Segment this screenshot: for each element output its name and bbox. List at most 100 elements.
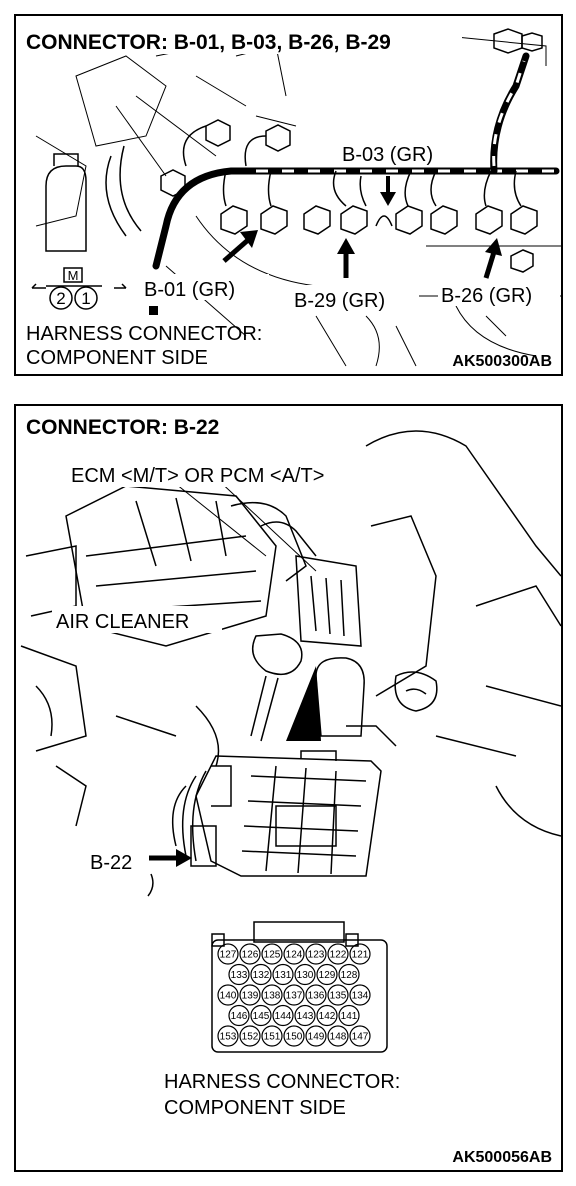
engine-sketch [35, 35, 561, 367]
pin-label-135: 135 [330, 991, 347, 1002]
pin-circle-141 [338, 1004, 360, 1027]
label-b22: B-22 [90, 852, 132, 874]
pin-label-133: 133 [231, 970, 248, 981]
pin-circle-121 [349, 943, 371, 965]
pin-label-145: 145 [253, 1011, 270, 1022]
marker-square [149, 306, 158, 315]
pin-label-141: 141 [341, 1011, 358, 1022]
pin-circle-132 [250, 963, 272, 986]
pin-circle-137 [283, 984, 305, 1006]
pin-label-126: 126 [242, 950, 259, 961]
pin-circle-129 [316, 963, 338, 986]
pin-label-151: 151 [264, 1032, 281, 1043]
pin-label-129: 129 [319, 970, 336, 981]
bottom-caption-line1: HARNESS CONNECTOR: [164, 1071, 400, 1093]
connector-icon-top-label: M [68, 268, 79, 283]
pin-label-142: 142 [319, 1011, 336, 1022]
pin-label-124: 124 [286, 950, 303, 961]
pin-label-125: 125 [264, 950, 281, 961]
pin-circle-124 [283, 943, 305, 965]
pin-circle-125 [261, 943, 283, 965]
pin-label-134: 134 [352, 991, 369, 1002]
pin-circle-126 [239, 943, 261, 965]
pin-circle-123 [305, 943, 327, 965]
pin-label-130: 130 [297, 970, 314, 981]
pin-label-140: 140 [220, 991, 237, 1002]
top-panel-title: CONNECTOR: B-01, B-03, B-26, B-29 [26, 31, 391, 54]
label-b03: B-03 (GR) [342, 144, 433, 166]
label-b26: B-26 (GR) [441, 285, 532, 307]
pin-circle-139 [239, 984, 261, 1006]
pin-label-123: 123 [308, 950, 325, 961]
pin-label-122: 122 [330, 950, 347, 961]
pin-circle-146 [228, 1004, 250, 1027]
arrow-b26 [483, 238, 502, 279]
connector-row [220, 205, 538, 273]
harness-branch-vertical [490, 52, 530, 175]
pin-label-136: 136 [308, 991, 325, 1002]
pin-label-147: 147 [352, 1032, 369, 1043]
pin-label-152: 152 [242, 1032, 259, 1043]
engine-harness-illustration: M 2 1 CONNECTOR: B-01, B-03, B-26, B-29 … [22, 24, 561, 370]
pin-label-144: 144 [275, 1011, 292, 1022]
pin-circle-134 [349, 984, 371, 1006]
pin-label-143: 143 [297, 1011, 314, 1022]
pin-circle-127 [217, 943, 239, 965]
pin-circle-143 [294, 1004, 316, 1027]
pin-circle-151 [261, 1025, 283, 1047]
pin-circle-136 [305, 984, 327, 1006]
top-caption-line1: HARNESS CONNECTOR: [26, 323, 262, 345]
pin-circle-153 [217, 1025, 239, 1047]
pin-label-128: 128 [341, 970, 358, 981]
pin-circle-145 [250, 1004, 272, 1027]
pin-label-150: 150 [286, 1032, 303, 1043]
bottom-panel-title: CONNECTOR: B-22 [26, 416, 219, 439]
label-b01: B-01 (GR) [144, 279, 235, 301]
top-caption-line2: COMPONENT SIDE [26, 347, 208, 369]
pin-circle-122 [327, 943, 349, 965]
pin-label-153: 153 [220, 1032, 237, 1043]
bottom-caption-line2: COMPONENT SIDE [164, 1097, 346, 1119]
pin-label-137: 137 [286, 991, 303, 1002]
pin-label-149: 149 [308, 1032, 325, 1043]
pin-circle-150 [283, 1025, 305, 1047]
pin-circle-152 [239, 1025, 261, 1047]
pin-circle-140 [217, 984, 239, 1006]
pin-circle-128 [338, 963, 360, 986]
pin-circle-148 [327, 1025, 349, 1047]
bottom-figure-code: AK500056AB [452, 1149, 552, 1166]
arrow-b22 [149, 849, 192, 867]
pin-label-131: 131 [275, 970, 292, 981]
pin-circle-144 [272, 1004, 294, 1027]
connector-panel-b01-b03-b26-b29: M 2 1 CONNECTOR: B-01, B-03, B-26, B-29 … [14, 14, 563, 376]
pin-circle-135 [327, 984, 349, 1006]
connector-pin-icon: M 2 1 [31, 267, 127, 310]
connector-icon-right-pin: 1 [81, 289, 90, 308]
label-b29: B-29 (GR) [294, 290, 385, 312]
connector-sketch-upper-left [160, 119, 291, 197]
pin-circle-147 [349, 1025, 371, 1047]
pointer-wedge [286, 666, 321, 741]
pin-circle-142 [316, 1004, 338, 1027]
ecm-unit-enlarged [171, 750, 382, 877]
pin-label-127: 127 [220, 950, 237, 961]
arrow-b01 [222, 230, 258, 263]
pin-label-139: 139 [242, 991, 259, 1002]
pin-circle-131 [272, 963, 294, 986]
arrow-b29 [337, 238, 355, 278]
pin-circle-138 [261, 984, 283, 1006]
label-ecm: ECM <M/T> OR PCM <A/T> [71, 465, 324, 487]
main-harness-bundle [152, 167, 560, 270]
connector-sketch-top-right [493, 28, 543, 54]
pin-circle-130 [294, 963, 316, 986]
pin-label-146: 146 [231, 1011, 248, 1022]
pin-circle-133 [228, 963, 250, 986]
label-air-cleaner: AIR CLEANER [56, 611, 189, 633]
engine-bay-sketch [20, 430, 561, 837]
arrow-b03 [380, 176, 396, 206]
connector-icon-left-pin: 2 [56, 289, 65, 308]
